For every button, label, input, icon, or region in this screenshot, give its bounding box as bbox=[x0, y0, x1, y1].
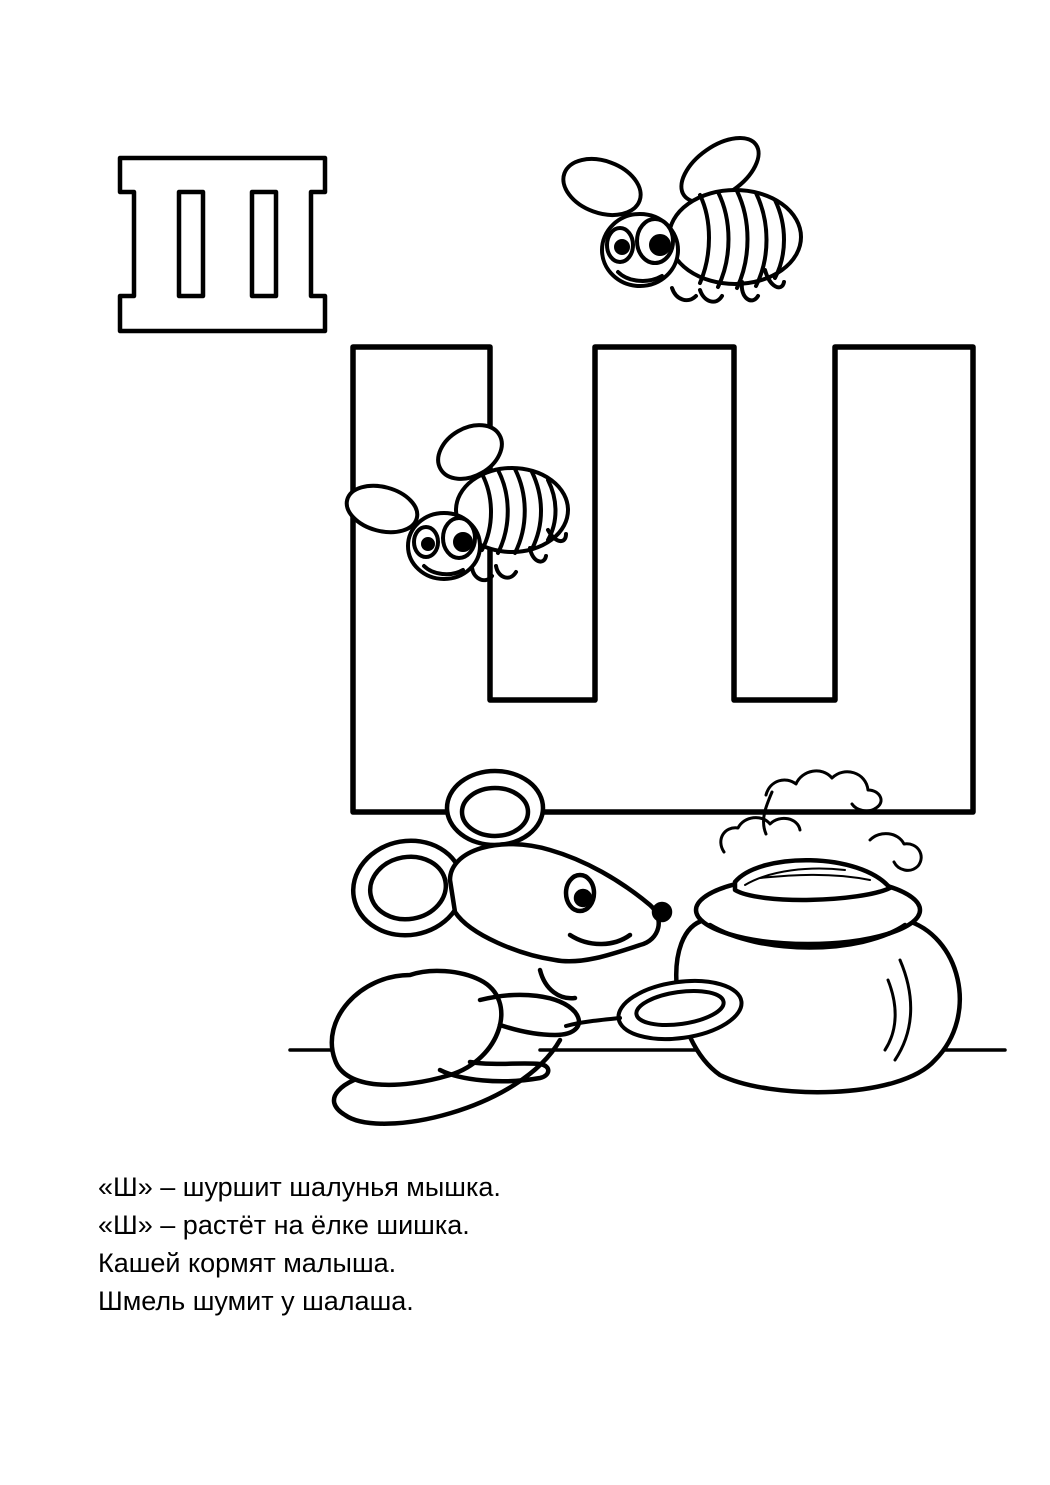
mouse-icon bbox=[329, 768, 673, 1126]
small-letter-sha-icon bbox=[117, 155, 328, 334]
poem: «Ш» – шуршит шалунья мышка. «Ш» – растёт… bbox=[98, 1168, 798, 1320]
poem-line-4: Шмель шумит у шалаша. bbox=[98, 1286, 414, 1316]
poem-line-2: «Ш» – растёт на ёлке шишка. bbox=[98, 1210, 470, 1240]
bumblebee-top-icon bbox=[561, 136, 803, 304]
spoon-icon bbox=[564, 978, 744, 1042]
bumblebee-lower-icon bbox=[344, 423, 570, 583]
big-letter-sha-icon bbox=[350, 344, 976, 815]
poem-line-1: «Ш» – шуршит шалунья мышка. bbox=[98, 1172, 501, 1202]
poem-line-3: Кашей кормят малыша. bbox=[98, 1248, 397, 1278]
steam-cloud-icon bbox=[719, 769, 923, 872]
porridge-pot-icon bbox=[674, 858, 962, 1095]
